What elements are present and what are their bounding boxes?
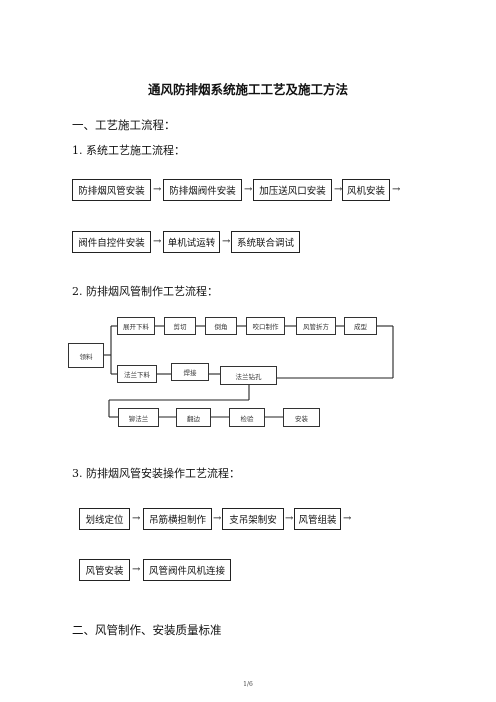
flow1-arrow-3: → [334, 184, 343, 195]
flow3-arrow-1: → [132, 513, 141, 524]
flow2-row3-step-2: 翻边 [176, 408, 211, 427]
flow2-start-box: 领料 [68, 343, 104, 368]
flow1-arrow-4: → [392, 184, 401, 195]
subsection-1-heading: 1. 系统工艺施工流程： [72, 144, 185, 157]
flow1-step-4: 风机安装 [342, 179, 390, 201]
flow2-row1-step-4: 咬口制作 [246, 317, 285, 335]
section-2-heading: 二、风管制作、安装质量标准 [72, 623, 222, 637]
document-title: 通风防排烟系统施工工艺及施工方法 [147, 82, 348, 97]
flow2-row3-step-4: 安装 [283, 408, 320, 427]
flow1-step-1: 防排烟风管安装 [72, 179, 151, 201]
flow3-step-3: 支吊架制安 [222, 508, 284, 530]
flow2-row2-step-1: 法兰下料 [117, 365, 157, 383]
flow2-row2-step-3: 法兰钻孔 [220, 366, 277, 385]
flow3-arrow-4: → [343, 513, 352, 524]
flow2-row1-step-2: 剪切 [164, 317, 196, 335]
flow3-step-6: 风管阀件风机连接 [143, 559, 231, 581]
flow1-arrow-1: → [153, 184, 162, 195]
flow3-arrow-2: → [213, 513, 222, 524]
flow1-arrow-2: → [244, 184, 253, 195]
flow1-arrow-6: → [222, 236, 231, 247]
flow2-row1-step-3: 倒角 [205, 317, 237, 335]
flow3-step-4: 风管组装 [294, 508, 341, 530]
flow1-step-3: 加压送风口安装 [253, 179, 332, 201]
flow1-step-5: 阀件自控件安装 [72, 231, 151, 253]
page-number: 1/6 [243, 681, 253, 688]
flow2-row3-step-1: 铆法兰 [118, 408, 159, 427]
flow3-step-1: 划线定位 [79, 508, 130, 530]
flow3-step-5: 风管安装 [79, 559, 130, 581]
flow2-row2-step-2: 焊接 [171, 363, 209, 381]
subsection-2-heading: 2. 防排烟风管制作工艺流程： [72, 285, 218, 298]
flow1-step-6: 单机试运转 [163, 231, 220, 253]
section-1-heading: 一、工艺施工流程： [72, 118, 176, 132]
flow3-step-2: 吊筋横担制作 [143, 508, 212, 530]
flow2-row1-step-1: 展开下料 [117, 317, 155, 335]
flow2-row1-step-5: 风管折方 [296, 317, 336, 335]
flow3-arrow-5: → [132, 564, 141, 575]
flow1-arrow-5: → [153, 236, 162, 247]
subsection-3-heading: 3. 防排烟风管安装操作工艺流程： [72, 467, 240, 480]
flow2-row1-step-6: 成型 [344, 317, 377, 335]
flow2-row3-step-3: 检验 [229, 408, 265, 427]
flow3-arrow-3: → [285, 513, 294, 524]
flow1-step-2: 防排烟阀件安装 [163, 179, 242, 201]
flow1-step-7: 系统联合调试 [231, 231, 300, 253]
